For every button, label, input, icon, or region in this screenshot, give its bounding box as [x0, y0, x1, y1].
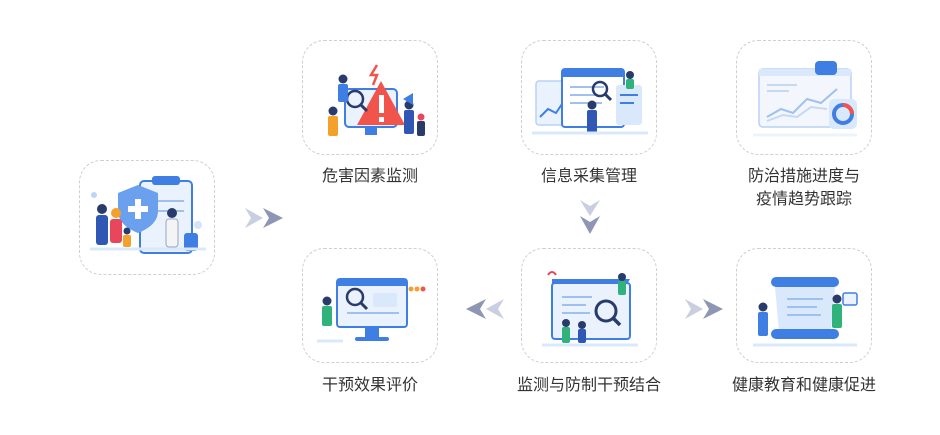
combine-card	[521, 248, 657, 363]
data-dashboard-icon	[532, 68, 648, 135]
arrow-down-icon	[580, 200, 600, 234]
hazard-warning-icon	[328, 64, 425, 136]
education-scroll-icon	[753, 277, 858, 347]
combine-label: 监测与防制干预结合	[516, 375, 661, 394]
health-protection-icon	[90, 176, 206, 254]
trend-chart-icon	[753, 61, 857, 137]
start-card	[79, 160, 215, 275]
education-label: 健康教育和健康促进	[731, 375, 876, 394]
evaluation-monitor-icon	[317, 278, 426, 343]
education-card	[736, 248, 872, 363]
eval-card	[302, 248, 438, 363]
info-label: 信息采集管理	[540, 166, 637, 185]
intervention-board-icon	[542, 271, 638, 347]
eval-label: 干预效果评价	[321, 375, 418, 394]
arrow-right-icon	[245, 208, 283, 228]
info-card	[521, 40, 657, 155]
arrow-left-icon	[466, 299, 504, 319]
progress-label-line2: 疫情趋势跟踪	[755, 189, 852, 208]
hazard-card	[302, 40, 438, 155]
arrow-right-icon	[685, 299, 723, 319]
hazard-label: 危害因素监测	[321, 166, 418, 185]
progress-label-line1: 防治措施进度与	[747, 166, 860, 185]
progress-card	[736, 40, 872, 155]
